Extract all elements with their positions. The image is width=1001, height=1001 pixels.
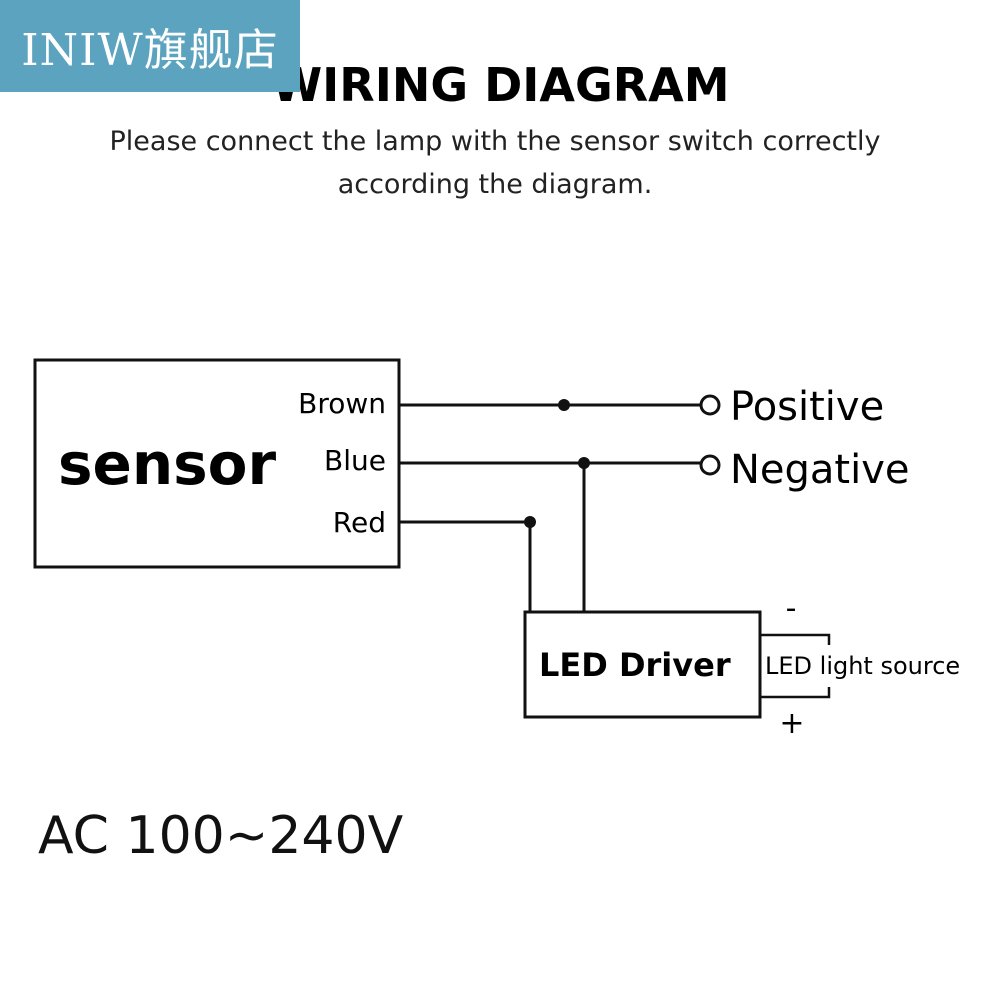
output-minus-sign: -: [786, 591, 797, 626]
terminal-positive-icon: [699, 394, 721, 416]
led-driver-box: [523, 610, 762, 719]
subtitle-line-1: Please connect the lamp with the sensor …: [109, 126, 881, 157]
store-watermark: INIW旗舰店: [0, 0, 300, 92]
subtitle-line-2: according the diagram.: [337, 169, 653, 200]
wire-label-brown: Brown: [298, 387, 386, 420]
terminal-positive-label: Positive: [730, 384, 884, 430]
output-lead-plus: [760, 687, 831, 699]
junction-red: [524, 516, 536, 528]
terminal-negative-icon: [699, 454, 721, 476]
output-lead-minus: [760, 633, 831, 645]
sensor-label: sensor: [58, 430, 277, 498]
led-driver-label: LED Driver: [539, 646, 731, 684]
junction-brown: [558, 399, 570, 411]
output-plus-sign: +: [779, 706, 804, 741]
junction-blue: [578, 457, 590, 469]
wire-label-blue: Blue: [324, 444, 386, 477]
wire-label-red: Red: [333, 506, 386, 539]
led-light-source-label: LED light source: [765, 652, 960, 680]
terminal-negative-label: Negative: [730, 447, 910, 493]
supply-voltage: AC 100~240V: [38, 806, 404, 866]
wire-red: [399, 520, 532, 612]
diagram-subtitle: Please connect the lamp with the sensor …: [0, 120, 990, 206]
diagram-title: WIRING DIAGRAM: [271, 58, 730, 112]
